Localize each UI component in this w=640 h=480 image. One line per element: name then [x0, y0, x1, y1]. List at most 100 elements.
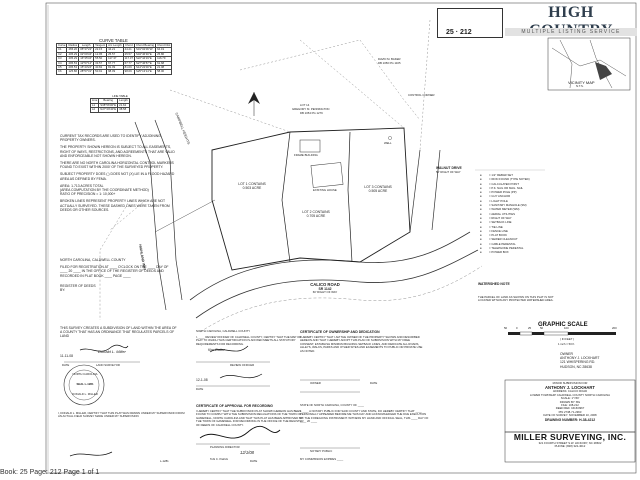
notes-block: CURRENT TAX RECORDS ARE USED TO IDENTIFY… — [60, 134, 180, 212]
scale-tick-label: 100 — [564, 326, 569, 330]
control-corner-label: CONTROL CORNER — [408, 93, 435, 97]
legend-item-label: = POWER POLE (PP) — [489, 190, 517, 195]
vicinity-map-title: VICINITY MAP — [568, 80, 595, 85]
recording-stamp — [437, 8, 503, 38]
owner-info-block: OWNER ANTHONY J. LOCKHART 121 WHISPERING… — [560, 352, 599, 369]
company-block: MILLER SURVEYING, INC. 321 FOURTH STREET… — [505, 432, 635, 449]
legend-item: ●= SANITARY MANHOLE (SM) — [480, 203, 550, 207]
owner-info-address: 121 WHISPERING RD. — [560, 360, 596, 365]
surveyor-signature — [79, 344, 129, 352]
notary-expires: MY COMMISSION EXPIRES ____ — [300, 457, 344, 461]
lot2-label: LOT 2 CONTAINS 0.705 ACRE — [296, 210, 336, 218]
lot2-name: LOT 2 CONTAINS — [302, 210, 330, 214]
well-label: WELL — [384, 141, 392, 145]
review-date-label: DATE — [196, 387, 204, 391]
legend-symbol-icon: ● — [480, 246, 482, 251]
owner-label-1: OWNER — [310, 381, 321, 385]
notary-state: STATE OF NORTH CAROLINA, COUNTY OF ____ — [300, 403, 364, 407]
recording-by: BY: — [60, 288, 66, 293]
adj-top-deed: DB 1050 PG 1165 — [378, 61, 401, 65]
review-officer-label: REVIEW OFFICER — [230, 363, 255, 367]
legend-item: ●= IRON FOUND (TYPE NOTED) — [480, 177, 550, 182]
legend-item-label: = CALCULATED POINT — [489, 181, 520, 186]
recording-register: REGISTER OF DEEDS — [60, 283, 96, 288]
calico-road-row: 60' RIGHT OF WAY — [312, 290, 338, 295]
legend-symbol-icon: ● — [480, 233, 482, 238]
review-signature — [209, 345, 249, 353]
calico-road-south-edge — [195, 249, 479, 319]
scale-tick-label: 25 — [528, 326, 532, 330]
legend-item: ●= CABLE PEDESTAL — [480, 241, 550, 246]
table-cell: 28°57'31" — [78, 69, 95, 75]
title-deed-ref: DEED REF. 1616/0967 — [555, 406, 585, 411]
legend-symbol-icon: ● — [480, 237, 482, 242]
note-precision: RATIO OF PRECISION = 1: 10,000+ — [60, 192, 116, 197]
frame-building-label: FRAME BUILDING — [294, 153, 318, 157]
title-address: ADDRESS: CALICO ROAD — [552, 389, 588, 394]
legend-symbol-icon: ● — [480, 220, 482, 225]
approval-date-label: DATE — [250, 459, 258, 463]
line-table-title: LINE TABLE — [112, 94, 128, 98]
notary-text: I, ____ A NOTARY PUBLIC FOR SAID COUNTY … — [300, 409, 429, 424]
existing-house-label: EXISTING HOUSE — [313, 188, 337, 192]
note-subject: THE PROPERTY SHOWN HEREON IS SUBJECT TO … — [60, 145, 175, 158]
table-cell: N27°29'40"E — [98, 107, 119, 113]
legend-symbol-icon: ● — [480, 190, 482, 195]
ownership-date-label: DATE — [370, 381, 378, 385]
lot-line-2-3 — [347, 131, 353, 263]
note-certification: CURRENT TAX RECORDS ARE USED TO IDENTIFY… — [60, 134, 161, 143]
company-phone: PHONE: (828) 322-4012 — [554, 444, 586, 449]
lot2-area: 0.705 ACRE — [306, 214, 326, 219]
graphic-scale-title: GRAPHIC SCALE — [538, 322, 588, 328]
legend-symbol-icon: ● — [480, 194, 482, 199]
deed-top-label: DB 1054 PG 1279 — [300, 111, 323, 115]
footer-page-info: Book: 25 Page: 212 Page 1 of 1 — [0, 469, 100, 476]
adj-top-owner: DAVID M. BAKER — [378, 57, 401, 61]
title-name: ANTHONY J. LOCKHART — [545, 385, 595, 391]
table-cell: S25°13'14"E — [134, 69, 157, 75]
title-survey-date: DATE OF SURVEY: NOVEMBER 10, 2008 — [543, 413, 597, 418]
owner-info-label: OWNER — [560, 352, 573, 356]
table-cell: 38.58 — [117, 107, 130, 113]
note-control: THERE ARE NO NORTH CAROLINA HORIZONTAL C… — [60, 161, 174, 170]
legend-symbol-icon: ● — [480, 207, 482, 212]
note-flood: SUBJECT PROPERTY DOES ( ) DOES NOT (X) L… — [60, 172, 175, 181]
legend-item-label: = RIGHT OF WAY — [489, 215, 512, 220]
table-cell: 98.09 — [122, 69, 136, 75]
note-broken-lines: BROKEN LINES REPRESENT PROPERTY LINES WH… — [60, 199, 170, 212]
legend-symbol-icon: ● — [480, 241, 482, 246]
surveyor-certification: I, DONALD L. MILLER, CERTIFY THAT THIS P… — [58, 411, 185, 419]
lot1-label: LOT 1 CONTAINS 0.503 ACRE — [232, 182, 272, 190]
legend-item: ●= SEWER CLEANOUT — [480, 237, 550, 242]
surveyor-date-label: DATE — [62, 363, 70, 367]
well-symbol — [388, 136, 392, 140]
approval-title: CERTIFICATE OF APPROVAL FOR RECORDING — [196, 404, 273, 408]
watershed-title: WATERSHED NOTE — [478, 282, 510, 286]
legend-symbol-icon: ● — [480, 211, 482, 216]
legend-item-label: = AERIAL UTILITIES — [489, 211, 515, 216]
walnut-drive-west-edge — [409, 149, 421, 233]
lot1-area: 0.503 ACRE — [242, 186, 262, 191]
recording-block: NORTH CAROLINA, CALDWELL COUNTY FILED FO… — [60, 258, 172, 292]
survey-date: 11-11-08 — [60, 354, 74, 358]
watershed-text: THE PARCEL OF LAND AS SHOWN ON THIS PLAT… — [478, 295, 554, 303]
legend-item: ●= LIGHT POLE — [480, 198, 550, 203]
scale-tick-label: 50 — [504, 326, 508, 330]
legend-symbol-icon: ● — [480, 198, 482, 203]
walnut-drive-label: WALNUT DRIVE — [436, 166, 462, 170]
frame-building — [299, 139, 321, 153]
legend-item-label: = 1/2" REBAR SET — [489, 173, 513, 177]
legend-item: ●= CALCULATED POINT — [480, 181, 550, 186]
recording-filed: FILED FOR REGISTRATION AT ____ O'CLOCK O… — [60, 265, 169, 278]
north-arrow — [248, 92, 260, 116]
title-township: LOWER TOWNSHIP CALDWELL COUNTY NORTH CAR… — [530, 392, 610, 397]
approval-signature — [199, 425, 281, 439]
legend-item: ●= 1/2" REBAR SET — [480, 173, 550, 177]
lot-line-1-2 — [281, 131, 291, 263]
logo-subtitle: MULTIPLE LISTING SERVICE — [505, 28, 637, 36]
legend-item-label: = IRON FOUND (TYPE NOTED) — [489, 177, 530, 182]
lot3-area: 0.505 ACRE — [368, 189, 388, 194]
